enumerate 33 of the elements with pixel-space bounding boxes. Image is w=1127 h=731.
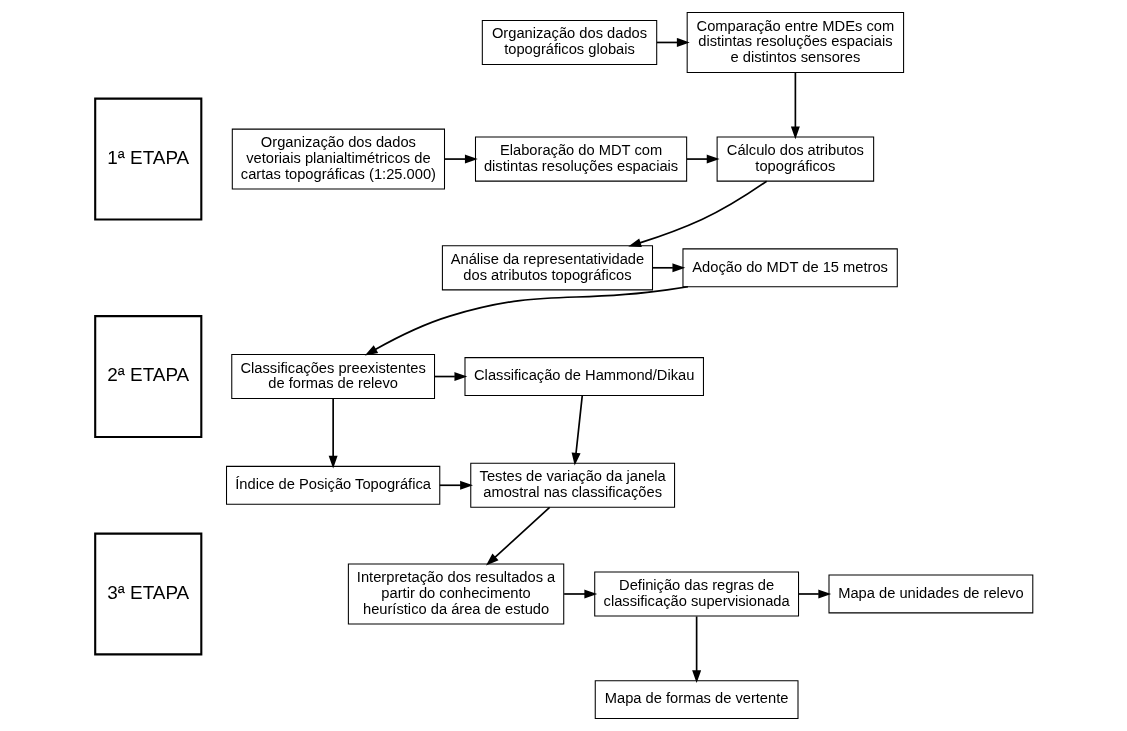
node-box: Mapa de unidades de relevo	[827, 574, 1033, 614]
arrow	[438, 480, 473, 490]
node-box: 2ª ETAPA	[93, 315, 202, 438]
node-box: Organização dos dados topográficos globais	[481, 19, 657, 66]
node-box: Adoção do MDT de 15 metros	[681, 248, 898, 288]
arrow	[790, 71, 800, 140]
node-box: Classificação de Hammond/Dikau	[463, 357, 704, 396]
arrow	[562, 589, 597, 599]
arrow	[364, 285, 689, 356]
node-box: 3ª ETAPA	[93, 532, 202, 656]
node-box: Cálculo dos atributos topográficos	[716, 136, 874, 182]
arrow	[651, 263, 685, 273]
node-box: Elaboração do MDT com distintas resoluções espaciais	[474, 136, 687, 182]
arrow	[328, 397, 338, 469]
node-box: Interpretação dos resultados a partir do conhecimento heurístico da área de estudo	[347, 563, 564, 625]
node-box: Testes de variação da janela amostral nas classificações	[469, 462, 675, 508]
node-box: Organização dos dados vetoriais planialtimétricos de cartas topográficas (1:25.000)	[231, 128, 445, 190]
arrow	[655, 37, 690, 47]
node-box: Índice de Posição Topográfica	[225, 465, 440, 505]
node-box: Mapa de formas de vertente	[594, 680, 799, 719]
node-box: Análise da representatividade dos atributos topográficos	[441, 245, 653, 291]
node-box: Comparação entre MDEs com distintas resoluções espaciais e distintos sensores	[686, 12, 904, 73]
arrow	[627, 180, 767, 247]
arrow	[571, 394, 583, 466]
arrow	[691, 615, 701, 684]
arrow	[685, 154, 720, 164]
arrow	[443, 154, 478, 164]
arrow	[797, 589, 831, 599]
arrow	[485, 506, 550, 566]
arrow	[433, 372, 467, 382]
node-box: Classificações preexistentes de formas de relevo	[230, 353, 435, 400]
node-box: 1ª ETAPA	[93, 97, 202, 221]
node-box: Definição das regras de classificação supervisionada	[593, 571, 799, 617]
